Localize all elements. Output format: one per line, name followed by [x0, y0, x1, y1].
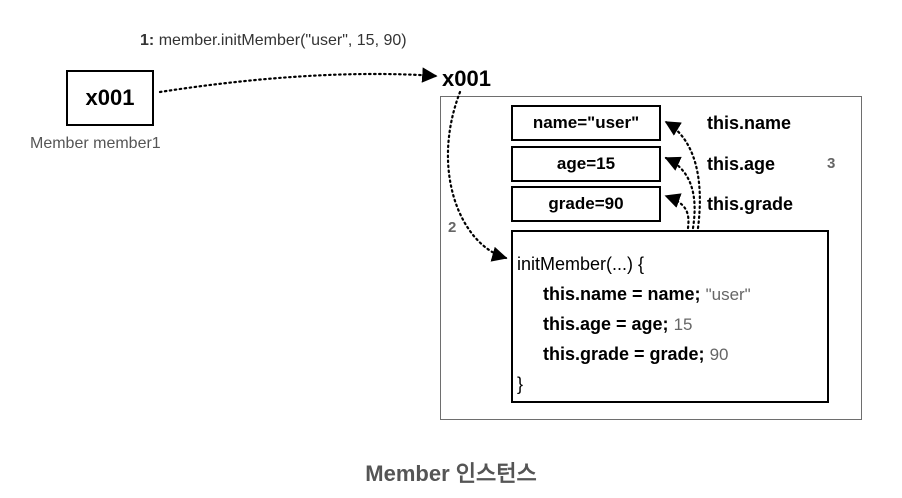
method-call-label: 1: member.initMember("user", 15, 90) [140, 32, 407, 50]
instance-title: Member 인스턴스 [365, 461, 537, 486]
instance-frame [440, 96, 862, 420]
name-field: name="user" [511, 105, 661, 141]
value-grade: 90 [709, 345, 729, 364]
method-signature: initMember(...) { [517, 254, 645, 274]
this-name-label: this.name [707, 113, 792, 133]
instance-address: x001 [442, 66, 491, 91]
method-line-name: this.name = name; "user" [517, 284, 827, 314]
method-close-brace: } [517, 374, 524, 394]
value-name: "user" [705, 285, 751, 304]
step-2-number: 2 [448, 219, 457, 236]
method-box: initMember(...) { this.name = name; "use… [511, 230, 829, 403]
reference-box: x001 [66, 70, 154, 126]
method-line-grade: this.grade = grade; 90 [517, 344, 827, 374]
code-this-name: this.name = name; [543, 284, 701, 304]
step-3-number: 3 [827, 155, 836, 172]
method-line-age: this.age = age; 15 [517, 314, 827, 344]
code-this-grade: this.grade = grade; [543, 344, 705, 364]
age-field: age=15 [511, 146, 661, 182]
grade-field: grade=90 [511, 186, 661, 222]
call-expression: member.initMember("user", 15, 90) [158, 32, 407, 49]
arrow-ref-to-instance [158, 67, 438, 94]
reference-caption: Member member1 [30, 135, 161, 152]
value-age: 15 [673, 315, 693, 334]
step-1-number: 1: [140, 32, 155, 49]
code-this-age: this.age = age; [543, 314, 669, 334]
this-grade-label: this.grade [707, 194, 794, 214]
this-age-label: this.age [707, 154, 776, 174]
